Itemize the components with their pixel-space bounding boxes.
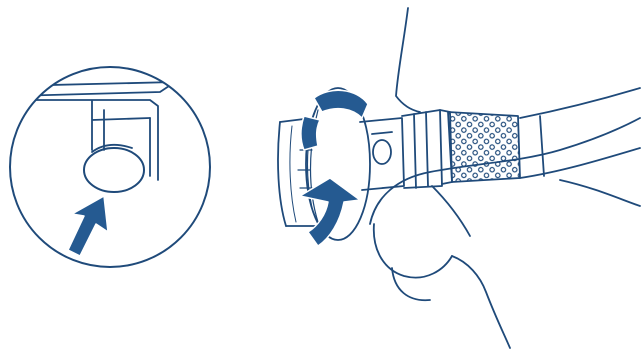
detail-magnifier <box>10 67 215 267</box>
connector-body <box>360 110 442 190</box>
knurled-nut <box>440 110 520 184</box>
detail-circle-outline <box>10 67 210 267</box>
hose <box>520 88 640 178</box>
main-scene <box>278 8 640 348</box>
connector-hole <box>373 140 391 164</box>
upper-hand-outline <box>396 8 420 112</box>
